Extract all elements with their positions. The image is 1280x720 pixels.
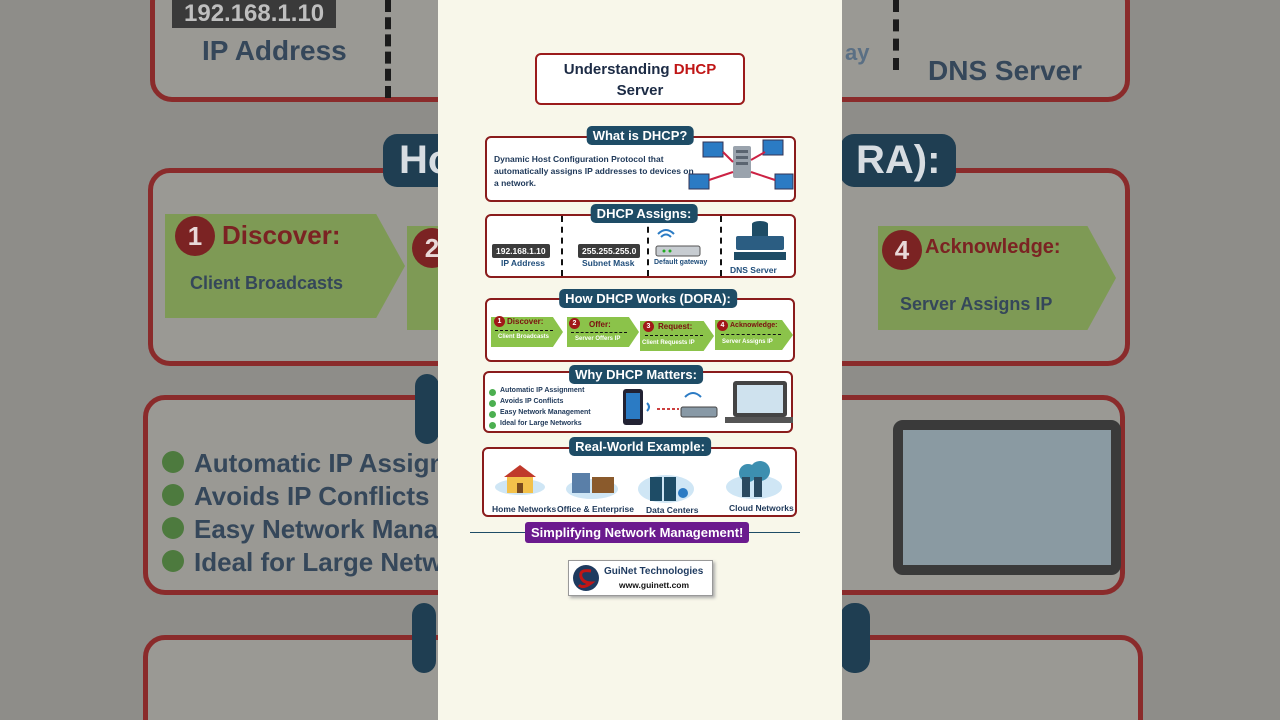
guinet-logo-icon [573,565,599,591]
ip-value: 192.168.1.10 [492,244,550,258]
bg-real-pill [840,603,870,673]
bg-real-pill [412,603,436,673]
dns-server-icon [734,221,786,260]
bg-why-pill [415,374,439,444]
bg-gateway-partial: ay [845,40,870,65]
check-icon [489,422,496,429]
why-item: Automatic IP Assignment [500,387,585,394]
bg-step1-title: Discover: [222,220,341,250]
real-item: Home Networks [492,504,557,514]
step-title: Request: [658,322,693,331]
step-number: 2 [569,318,580,329]
house-icon [495,465,545,495]
check-icon [489,400,496,407]
step-arrow [715,320,793,350]
poster-title: Understanding DHCP Server [535,53,745,105]
why-item: Ideal for Large Networks [500,420,582,427]
real-item: Data Centers [646,505,699,515]
office-icon [566,473,618,499]
bg-divider [893,0,899,70]
bg-step1-num: 1 [175,216,215,256]
logo-url: www.guinett.com [619,580,690,590]
bg-divider [385,0,391,98]
step-title: Acknowledge: [730,322,778,329]
cloud-icon [726,461,782,499]
network-diagram-icon [688,139,794,190]
step-sub: Client Requests IP [642,340,695,346]
bg-step4-sub: Server Assigns IP [900,294,1053,314]
assigns-heading: DHCP Assigns: [590,204,698,223]
bg-step4-num: 4 [882,230,922,270]
tagline-banner: Simplifying Network Management! [525,522,750,543]
real-item: Office & Enterprise [557,504,634,514]
bg-step1-sub: Client Broadcasts [190,273,344,293]
divider [647,216,649,276]
what-card: Dynamic Host Configuration Protocol that… [485,136,796,202]
data-center-icon [638,475,694,503]
bg-check-icon [162,517,184,539]
divider [561,216,563,276]
bg-list-item: Automatic IP Assignm [194,448,469,478]
devices-illustration [623,381,793,425]
dns-label: DNS Server [730,265,777,275]
step-number: 3 [643,321,654,332]
dora-card: 1 Discover: Client Broadcasts 2 Offer: S… [485,298,795,362]
bg-list-item: Avoids IP Conflicts [194,481,430,511]
assigns-card: 192.168.1.10 IP Address 255.255.255.0 Su… [485,214,796,278]
bg-laptop-icon [893,420,1121,575]
dashed-arrow [495,330,553,331]
logo-name: GuiNet Technologies [604,566,704,577]
real-heading: Real-World Example: [569,437,711,456]
step-sub: Client Broadcasts [498,334,550,340]
bg-dora-pill-right: RA): [840,134,957,187]
step-title: Offer: [589,320,611,329]
gateway-label: Default gateway [654,259,708,266]
brand-logo: GuiNet Technologies www.guinett.com [568,560,713,596]
ip-label: IP Address [501,258,545,268]
what-heading: What is DHCP? [586,126,694,145]
dashed-arrow [571,332,627,333]
dashed-arrow [645,335,703,336]
dora-heading: How DHCP Works (DORA): [559,289,737,308]
bg-ip-value: 192.168.1.10 [172,0,337,28]
step-title: Discover: [507,317,544,326]
router-icon [655,229,701,257]
step-number: 4 [717,320,728,331]
step-number: 1 [494,316,505,327]
title-line2: Server [616,82,664,99]
mask-label: Subnet Mask [582,258,635,268]
divider [720,216,722,276]
why-item: Avoids IP Conflicts [500,398,564,405]
why-heading: Why DHCP Matters: [569,365,703,384]
bg-dns-label: DNS Server [928,55,1083,86]
dashed-arrow [721,334,781,335]
title-prefix: Understanding [563,61,674,78]
title-accent: DHCP [673,61,717,78]
bg-check-icon [162,550,184,572]
what-text: Dynamic Host Configuration Protocol that… [494,154,694,188]
why-item: Easy Network Management [500,409,591,416]
mask-value: 255.255.255.0 [578,244,641,258]
real-item: Cloud Networks [729,503,794,513]
check-icon [489,389,496,396]
bg-check-icon [162,451,184,473]
bg-check-icon [162,484,184,506]
bg-step4-title: Acknowledge: [925,236,1061,258]
step-sub: Server Assigns IP [722,339,773,345]
real-card: Home Networks Office & Enterprise Data C… [482,447,797,517]
step-sub: Server Offers IP [575,336,621,342]
bg-list-item: Ideal for Large Networ [194,547,469,577]
check-icon [489,411,496,418]
infographic-poster: Understanding DHCP Server Dynamic Host C… [438,0,842,720]
bg-ip-label: IP Address [202,35,347,66]
bg-list-item: Easy Network Manage [194,514,469,544]
